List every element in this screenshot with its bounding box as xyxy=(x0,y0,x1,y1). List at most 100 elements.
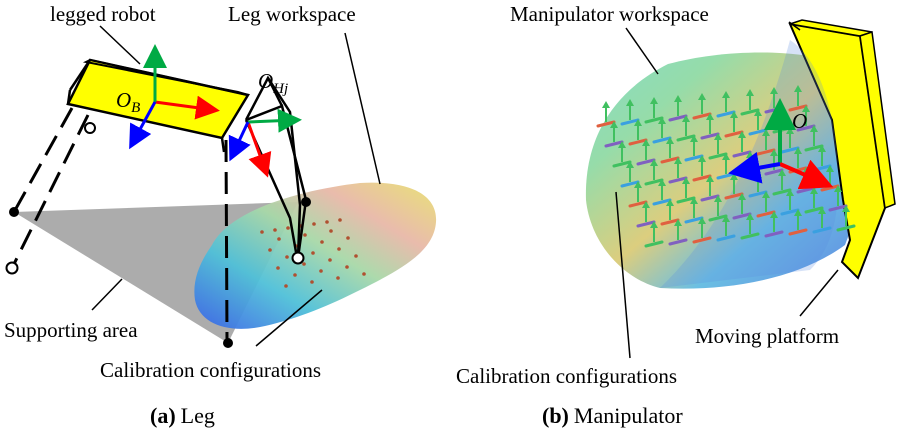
calibration-arrow-head xyxy=(674,157,682,164)
calibration-arrow-head xyxy=(666,199,674,206)
calibration-point xyxy=(362,272,366,276)
leg-foot-point xyxy=(291,251,305,265)
calibration-arrow-head xyxy=(730,111,738,118)
calibration-arrow xyxy=(692,174,712,182)
calibration-arrow-head xyxy=(698,217,706,224)
calibration-arrow-head xyxy=(714,133,722,140)
panel-a: legged robot Leg workspace OB OHj Suppor… xyxy=(4,2,437,428)
calibration-point xyxy=(284,284,288,288)
calibration-point xyxy=(354,254,358,258)
calibration-arrow xyxy=(636,158,656,166)
caption-b: (b)Manipulator xyxy=(542,403,683,428)
calibration-point xyxy=(346,236,350,240)
calibration-arrow xyxy=(836,224,856,232)
leg-workspace xyxy=(194,182,437,329)
calibration-arrow-head xyxy=(786,127,794,134)
calibration-point xyxy=(293,273,297,277)
manipulator-calibration-label: Calibration configurations xyxy=(456,364,677,388)
calibration-arrow xyxy=(828,204,848,212)
origin-axis-x xyxy=(779,159,834,190)
calibration-arrow xyxy=(596,120,616,128)
calibration-arrow-head xyxy=(602,101,610,108)
calibration-arrow xyxy=(652,198,672,206)
origin-label: O xyxy=(792,109,807,133)
calibration-arrow-head xyxy=(810,187,818,194)
calibration-arrow xyxy=(764,230,784,238)
calibration-arrow xyxy=(740,108,760,116)
calibration-arrow xyxy=(604,140,624,148)
body-axis-x xyxy=(154,95,220,120)
moving-platform xyxy=(788,19,896,280)
joint-point xyxy=(84,122,96,134)
calibration-arrow-head xyxy=(810,125,818,132)
calibration-arrow xyxy=(804,206,824,214)
panel-b: Manipulator workspace O Moving platform … xyxy=(456,2,896,428)
supporting-area-label: Supporting area xyxy=(4,318,138,342)
calibration-arrow-head xyxy=(770,149,778,156)
calibration-arrow xyxy=(724,130,744,138)
calibration-arrow-head xyxy=(778,169,786,176)
manipulator-workspace-label: Manipulator workspace xyxy=(510,2,709,26)
calibration-arrow xyxy=(788,228,808,236)
calibration-point xyxy=(303,233,307,237)
calibration-point xyxy=(325,220,329,224)
calibration-arrow-head xyxy=(794,85,802,92)
hip-axis-z xyxy=(228,121,251,162)
calibration-arrow xyxy=(692,112,712,120)
calibration-point xyxy=(345,265,349,269)
calibration-arrow xyxy=(772,188,792,196)
hip-frame-axes xyxy=(228,108,302,178)
calibration-point xyxy=(312,222,316,226)
calibration-arrow xyxy=(804,144,824,152)
calibration-arrow xyxy=(676,134,696,142)
calibration-arrow-head xyxy=(642,201,650,208)
calibration-arrow xyxy=(756,210,776,218)
calibration-arrow-head xyxy=(690,135,698,142)
calibration-point xyxy=(286,226,290,230)
calibration-arrow-head xyxy=(674,95,682,102)
calibration-arrow xyxy=(700,194,720,202)
moving-platform-label: Moving platform xyxy=(695,324,839,348)
calibration-arrow-head xyxy=(682,177,690,184)
body-frame-axes xyxy=(129,44,220,150)
calibration-point xyxy=(302,262,306,266)
calibration-point xyxy=(338,218,342,222)
calibration-arrow-head xyxy=(786,189,794,196)
leg-calibration-label: Calibration configurations xyxy=(100,358,321,382)
leader-lines-b xyxy=(615,21,839,359)
calibration-arrow xyxy=(660,156,680,164)
calibration-arrow xyxy=(748,128,768,136)
calibration-arrow-head xyxy=(658,117,666,124)
calibration-point xyxy=(273,228,277,232)
calibration-arrow-head xyxy=(754,109,762,116)
legged-robot-label: legged robot xyxy=(50,2,156,26)
calibration-arrow-head xyxy=(834,185,842,192)
calibration-arrow xyxy=(668,238,688,246)
calibration-arrow xyxy=(732,212,752,220)
calibration-arrow xyxy=(708,152,728,160)
calibration-arrow-head xyxy=(634,181,642,188)
calibration-arrow-head xyxy=(818,207,826,214)
calibration-arrow-head xyxy=(650,221,658,228)
calibration-arrow-head xyxy=(642,139,650,146)
calibration-arrow-head xyxy=(706,175,714,182)
calibration-arrow-head xyxy=(714,195,722,202)
calibration-arrow-head xyxy=(770,87,778,94)
calibration-arrow xyxy=(796,124,816,132)
calibration-arrow xyxy=(620,180,640,188)
calibration-arrow-head xyxy=(762,191,770,198)
calibration-arrow-head xyxy=(802,105,810,112)
calibration-point xyxy=(320,240,324,244)
calibration-arrow-head xyxy=(626,99,634,106)
calibration-arrow xyxy=(764,168,784,176)
calibration-point xyxy=(337,247,341,251)
calibration-arrow xyxy=(660,218,680,226)
calibration-arrow-head xyxy=(666,137,674,144)
calibration-arrow-head xyxy=(746,213,754,220)
calibration-arrow xyxy=(812,226,832,234)
calibration-arrow-head xyxy=(650,159,658,166)
calibration-arrow xyxy=(620,118,640,126)
calibration-arrow-head xyxy=(690,197,698,204)
origin-frame-axes xyxy=(728,98,834,190)
calibration-arrow xyxy=(644,116,664,124)
